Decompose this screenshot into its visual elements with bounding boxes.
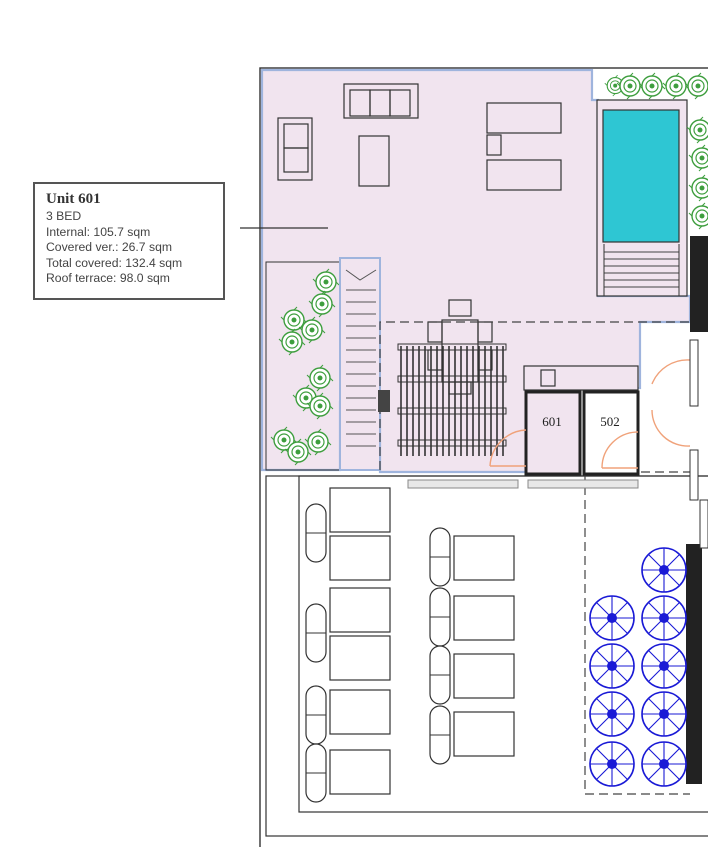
- unit-title: Unit 601: [46, 191, 101, 207]
- unit-total-covered: Total covered: 132.4 sqm: [46, 255, 183, 270]
- building-outline: [259, 67, 708, 847]
- pergola-frame: [397, 343, 507, 447]
- door-swings: [489, 359, 691, 469]
- umbrellas: [589, 547, 687, 787]
- pergola-slats: [400, 346, 504, 456]
- sink: [540, 369, 556, 387]
- room-label-601: 601: [542, 414, 562, 429]
- staircase: [339, 257, 390, 471]
- unit-bedrooms: 3 BED: [46, 209, 82, 223]
- unit-info-card: Unit 601 3 BED Internal: 105.7 sqm Cover…: [33, 182, 225, 300]
- pool-loungers-right: [429, 527, 515, 765]
- sun-loungers-terrace: [486, 102, 562, 191]
- unit-covered-veranda: Covered ver.: 26.7 sqm: [46, 240, 172, 254]
- storage-601: 601: [524, 390, 582, 476]
- pool: [596, 99, 688, 297]
- armchair: [277, 117, 313, 181]
- coffee-table: [358, 135, 390, 187]
- planter-strips: [407, 479, 639, 489]
- unit-internal-area: Internal: 105.7 sqm: [46, 224, 151, 239]
- room-label-502: 502: [600, 414, 620, 429]
- pool-loungers-left: [305, 487, 391, 803]
- unit-roof-terrace: Roof terrace: 98.0 sqm: [46, 271, 170, 285]
- right-walls: [686, 236, 708, 784]
- sofa: [343, 83, 419, 119]
